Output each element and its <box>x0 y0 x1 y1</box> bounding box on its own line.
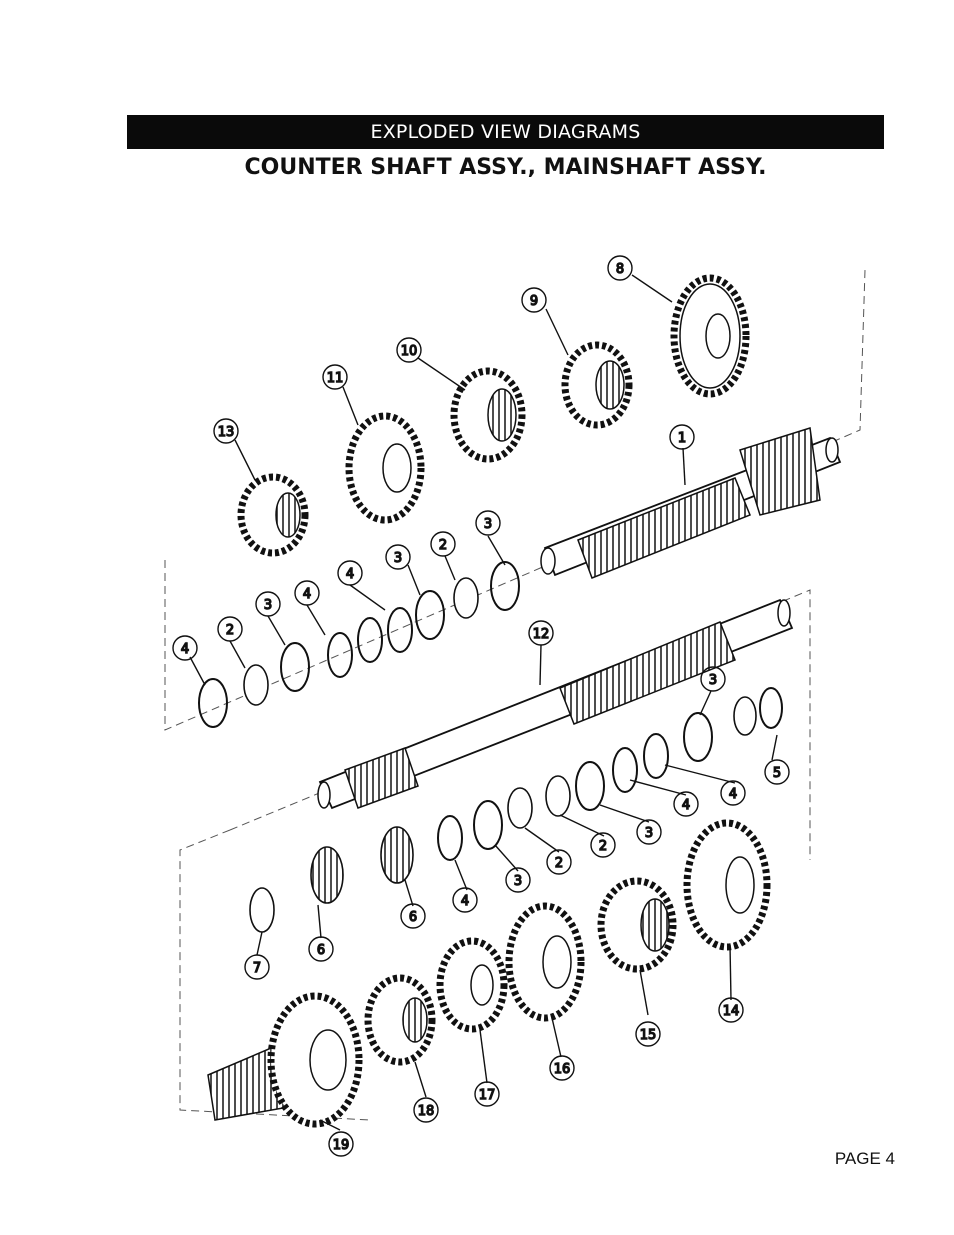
callout-2c: 2 <box>599 839 607 854</box>
callout-3a: 3 <box>484 517 492 532</box>
callout-4b: 4 <box>303 587 311 602</box>
callout-labels: 8 9 10 11 13 1 3 2 3 4 4 3 2 4 12 3 5 4 … <box>172 255 790 1157</box>
callout-4a: 4 <box>346 567 354 582</box>
callout-1: 1 <box>678 431 686 446</box>
callout-6b: 6 <box>317 943 325 958</box>
gear-17 <box>436 937 508 1033</box>
callout-14: 14 <box>723 1004 740 1019</box>
gear-16 <box>505 902 585 1022</box>
callout-2b: 2 <box>226 623 234 638</box>
callout-19: 19 <box>333 1138 350 1153</box>
gear-10 <box>450 367 526 463</box>
callout-9: 9 <box>530 294 538 309</box>
section-header-bar: EXPLODED VIEW DIAGRAMS <box>127 115 884 149</box>
bushings <box>243 577 757 933</box>
callout-4f: 4 <box>461 894 469 909</box>
callout-2a: 2 <box>439 538 447 553</box>
callout-17: 17 <box>479 1088 496 1103</box>
gear-15 <box>597 877 677 973</box>
callout-18: 18 <box>418 1104 435 1119</box>
callout-11: 11 <box>327 371 344 386</box>
gear-8 <box>670 274 750 398</box>
callout-13: 13 <box>218 425 235 440</box>
callout-7: 7 <box>253 961 261 976</box>
gear-19 <box>207 992 363 1128</box>
callout-3d: 3 <box>709 673 717 688</box>
page-number: PAGE 4 <box>834 1149 895 1168</box>
gear-11 <box>345 412 425 524</box>
callout-3f: 3 <box>514 874 522 889</box>
gear-14 <box>683 819 771 951</box>
callout-4d: 4 <box>729 787 737 802</box>
callout-4e: 4 <box>682 798 690 813</box>
callout-4c: 4 <box>181 642 189 657</box>
callout-2d: 2 <box>555 856 563 871</box>
callout-16: 16 <box>554 1062 571 1077</box>
callout-3c: 3 <box>264 598 272 613</box>
gear-18 <box>364 974 436 1066</box>
callout-3e: 3 <box>645 826 653 841</box>
section-header-text: EXPLODED VIEW DIAGRAMS <box>370 121 641 143</box>
gear-9 <box>561 341 633 429</box>
callout-3b: 3 <box>394 551 402 566</box>
callout-15: 15 <box>640 1028 657 1043</box>
countershaft <box>540 427 842 579</box>
callout-12: 12 <box>533 627 550 642</box>
gear-13 <box>237 473 309 557</box>
callout-8: 8 <box>616 262 624 277</box>
callout-10: 10 <box>401 344 418 359</box>
washers-and-clips <box>198 561 783 861</box>
mainshaft <box>317 598 794 810</box>
callout-5: 5 <box>773 766 781 781</box>
page-title: COUNTER SHAFT ASSY., MAINSHAFT ASSY. <box>244 155 767 180</box>
callout-6a: 6 <box>409 910 417 925</box>
